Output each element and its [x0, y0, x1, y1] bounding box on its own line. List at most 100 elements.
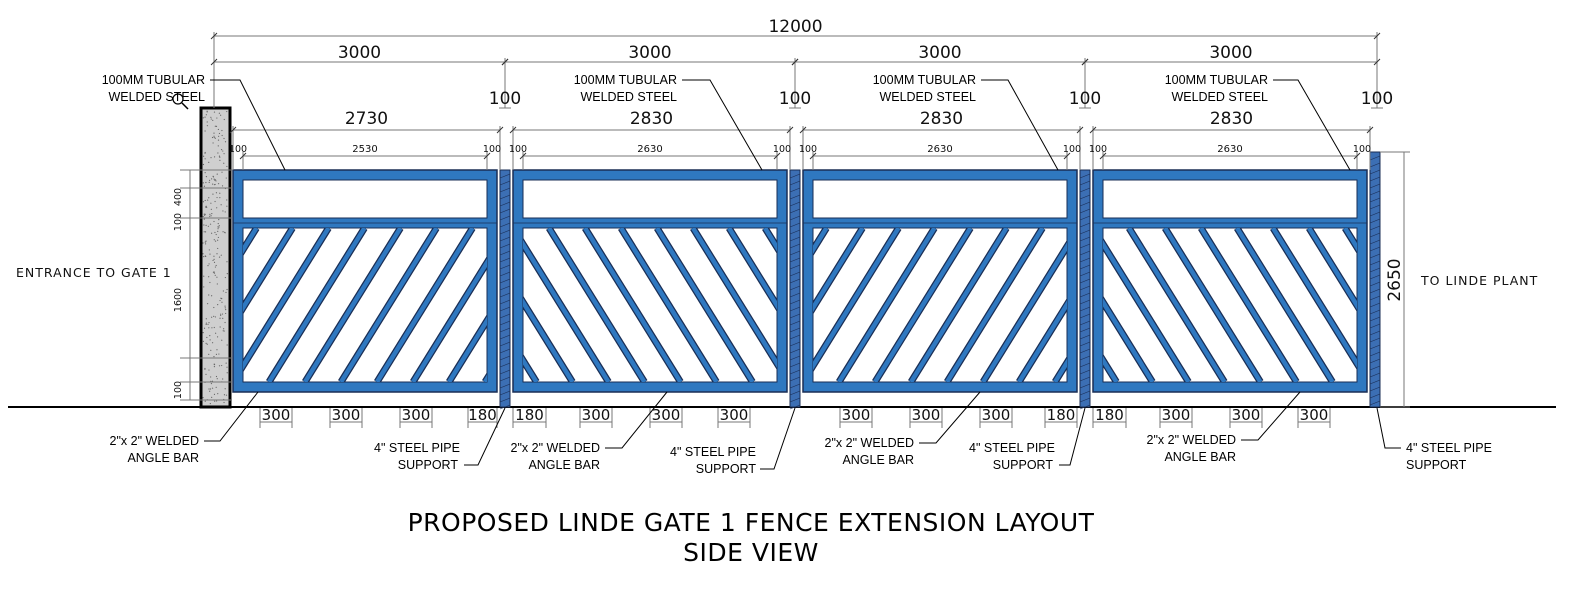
post-hatch: [1369, 386, 1381, 392]
post-hatch: [1369, 246, 1381, 252]
diagonal-bar-fill: [1453, 228, 1548, 382]
post-hatch: [499, 250, 511, 256]
diagonal-bar-fill: [1271, 228, 1357, 368]
post-hatch: [499, 285, 511, 291]
post-hatch: [499, 348, 511, 354]
post-hatch: [499, 397, 511, 403]
dim-label: 180: [1095, 406, 1124, 424]
post-hatch: [499, 369, 511, 375]
panel-top-opening: [242, 179, 488, 219]
dim-label: 2630: [927, 144, 952, 155]
svg-text:2"x 2" WELDED: 2"x 2" WELDED: [825, 436, 914, 450]
post-hatch: [1369, 330, 1381, 336]
svg-text:4" STEEL PIPE: 4" STEEL PIPE: [969, 441, 1055, 455]
diagonal-bars: [523, 228, 777, 382]
diagonal-bar-fill: [523, 239, 611, 382]
dim-label: 180: [1047, 406, 1076, 424]
post-hatch: [789, 299, 801, 305]
dim-spacing-2-1: 180: [512, 406, 547, 428]
post-hatch: [789, 243, 801, 249]
post-hatch: [499, 362, 511, 368]
steel-pipe-post-3: [1079, 169, 1091, 410]
diagonal-bar-fill: [873, 228, 973, 382]
diagonal-bar: [1381, 228, 1476, 382]
post-hatch: [789, 327, 801, 333]
callout-tubular-3: 100MM TUBULAR WELDED STEEL: [873, 73, 1059, 171]
post-hatch: [789, 222, 801, 228]
dim-frame-right-1: 100: [483, 144, 501, 155]
svg-text:2"x 2" WELDED: 2"x 2" WELDED: [110, 434, 199, 448]
svg-text:SUPPORT: SUPPORT: [1406, 458, 1467, 472]
post-hatch: [1369, 239, 1381, 245]
diagonal-bar-fill: [339, 228, 439, 382]
svg-text:4" STEEL PIPE: 4" STEEL PIPE: [670, 445, 756, 459]
post-hatch: [499, 299, 511, 305]
dim-label: 2530: [352, 144, 377, 155]
diagonal-bar-fill: [267, 228, 367, 382]
post-hatch: [789, 362, 801, 368]
post-hatch: [499, 383, 511, 389]
diagonal-bar-fill: [583, 228, 683, 382]
dim-label: 2730: [345, 109, 388, 129]
post-hatch: [499, 271, 511, 277]
post-hatch: [499, 215, 511, 221]
post-hatch: [789, 229, 801, 235]
post-hatch: [499, 341, 511, 347]
post-hatch: [499, 278, 511, 284]
post-hatch: [1079, 243, 1091, 249]
dim-label: 300: [652, 406, 681, 424]
post-hatch: [499, 264, 511, 270]
post-hatch: [1079, 187, 1091, 193]
dim-label: 300: [582, 406, 611, 424]
post-hatch: [789, 341, 801, 347]
post-hatch: [1079, 299, 1091, 305]
callout-pipe-support-4: 4" STEEL PIPE SUPPORT: [1376, 407, 1492, 472]
diagonal-bar-fill: [243, 228, 331, 371]
dim-panel-2: 2830: [509, 109, 794, 170]
fence-panel-3: [802, 169, 1078, 393]
callout-tubular-4: 100MM TUBULAR WELDED STEEL: [1165, 73, 1351, 171]
post-hatch: [789, 334, 801, 340]
dim-label: 300: [720, 406, 749, 424]
right-side-label: TO LINDE PLANT: [1420, 273, 1538, 288]
callout-angle-bar-2: 2"x 2" WELDED ANGLE BAR: [511, 391, 668, 472]
post-hatch: [789, 208, 801, 214]
post-hatch: [1369, 316, 1381, 322]
dim-overall: 12000: [210, 17, 1381, 108]
post-hatch: [1079, 236, 1091, 242]
dim-frame-right-2: 100: [773, 144, 791, 155]
callout-pipe-support-2: 4" STEEL PIPE SUPPORT: [670, 407, 796, 476]
diagonal-bar-fill: [243, 228, 295, 313]
post-hatch: [1369, 162, 1381, 168]
post-hatch: [1079, 215, 1091, 221]
post-hatch: [1369, 302, 1381, 308]
dim-label: 2830: [920, 109, 963, 129]
post-hatch: [1079, 334, 1091, 340]
post-hatch: [789, 390, 801, 396]
post-hatch: [499, 201, 511, 207]
svg-text:ANGLE BAR: ANGLE BAR: [1164, 450, 1236, 464]
post-hatch: [789, 320, 801, 326]
dim-label: 100: [799, 144, 817, 155]
dim-label: 300: [982, 406, 1011, 424]
post-hatch: [1369, 190, 1381, 196]
dim-label: 3000: [1209, 43, 1252, 63]
post-hatch: [1369, 379, 1381, 385]
dim-label: 300: [842, 406, 871, 424]
post-hatch: [1369, 393, 1381, 399]
post-hatch: [1079, 292, 1091, 298]
post-hatch: [1079, 348, 1091, 354]
post-hatch: [1369, 155, 1381, 161]
drawing-title: PROPOSED LINDE GATE 1 FENCE EXTENSION LA…: [408, 508, 1095, 537]
post-hatch: [1369, 169, 1381, 175]
post-hatch: [1369, 281, 1381, 287]
post-hatch: [1369, 260, 1381, 266]
post-hatch: [789, 383, 801, 389]
post-hatch: [1079, 271, 1091, 277]
diagonal-bar-fill: [945, 228, 1045, 382]
post-hatch: [499, 257, 511, 263]
post-hatch: [1079, 341, 1091, 347]
svg-text:ANGLE BAR: ANGLE BAR: [842, 453, 914, 467]
